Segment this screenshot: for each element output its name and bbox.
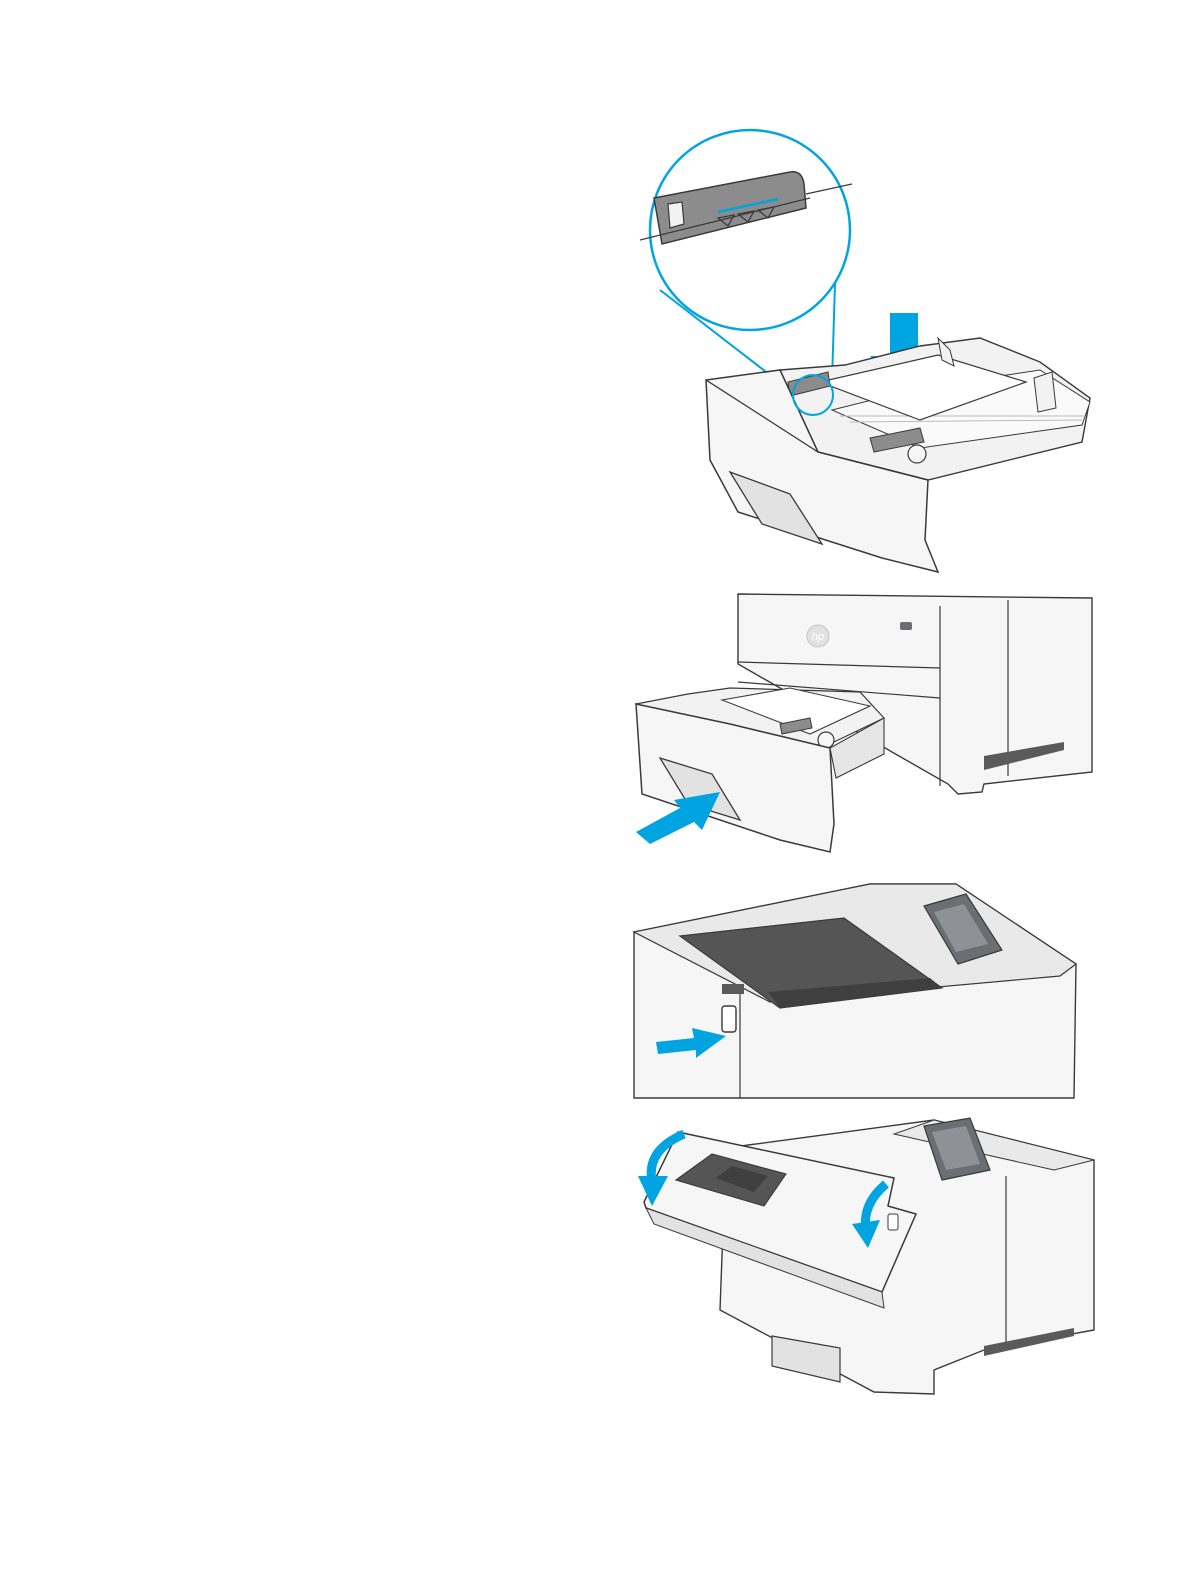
magnifier-callout: [640, 130, 852, 402]
step-2-close-tray: hp: [630, 594, 1100, 860]
tray-illustration: [620, 120, 1100, 580]
door-release-button: [722, 1006, 736, 1032]
step-1-load-paper-tray: [620, 120, 1100, 580]
page-bottom-edge: [0, 1577, 1190, 1585]
hp-logo-icon: hp: [807, 625, 829, 647]
printer-door-illustration: [634, 1114, 1104, 1406]
push-arrow-icon: [636, 792, 720, 844]
step-4-close-front-door: [634, 1114, 1104, 1406]
printer-top-illustration: [630, 880, 1080, 1104]
printer-tray-illustration: hp: [630, 594, 1100, 860]
printer-top: [634, 884, 1076, 1098]
step-3-press-door-button: [630, 880, 1080, 1104]
svg-text:hp: hp: [812, 631, 824, 643]
paper-tray: [706, 338, 1090, 572]
